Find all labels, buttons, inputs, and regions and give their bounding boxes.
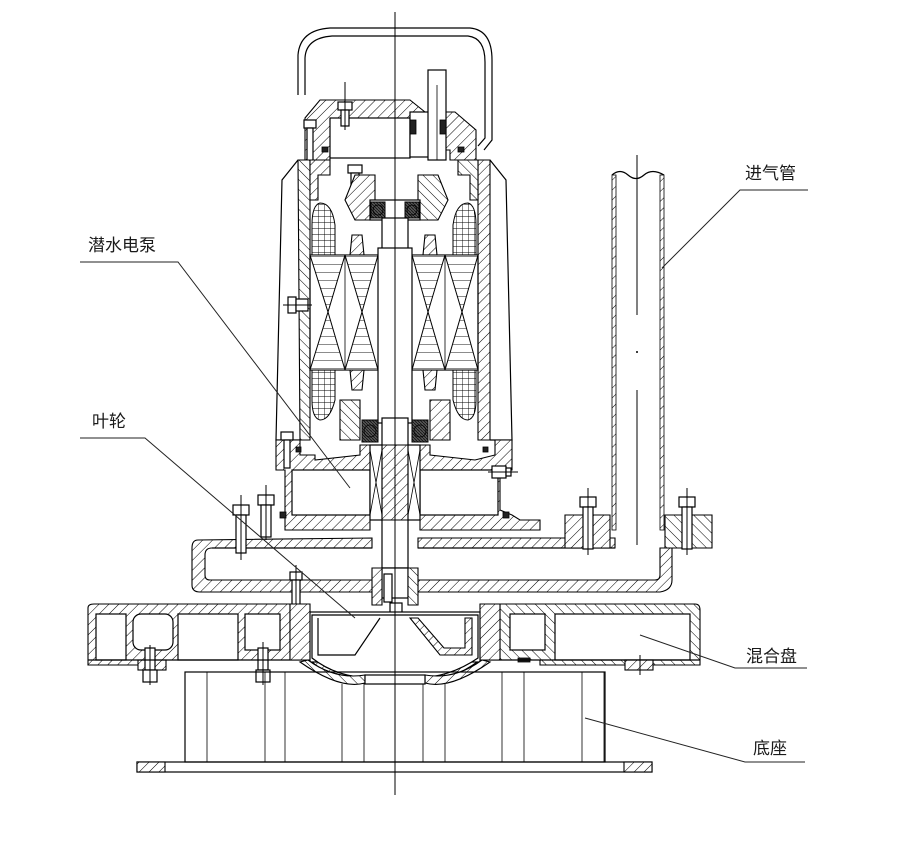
motor-housing [275, 159, 513, 441]
cover-bolt [337, 82, 353, 130]
leader-base [584, 717, 805, 763]
lifting-handle [297, 27, 493, 151]
air-pipe-flange [564, 488, 713, 555]
label-air-inlet-pipe: 进气管 [745, 164, 796, 184]
oil-chamber-housing [275, 431, 541, 531]
mixing-plate [87, 603, 701, 685]
pump-casing [191, 537, 673, 618]
leader-mixing-plate [639, 634, 807, 669]
lower-bearing [339, 399, 451, 443]
upper-bearing-seat [344, 174, 449, 221]
label-mixing-plate: 混合盘 [746, 647, 797, 667]
flange-bolt [232, 495, 250, 560]
label-base: 底座 [753, 739, 787, 759]
stator-winding-end [311, 202, 477, 421]
air-inlet-pipe [611, 155, 665, 545]
label-submersible-pump: 潜水电泵 [88, 236, 156, 256]
base-bolt [255, 642, 271, 685]
leader-air-inlet-pipe [661, 189, 808, 269]
pump-flange-left [232, 485, 303, 615]
flange-bolt [257, 485, 275, 540]
leader-submersible-pump [80, 261, 351, 489]
flange-bolt [579, 488, 597, 555]
motor-top-cover [303, 69, 477, 190]
seal-housing-side-bolt [488, 465, 518, 479]
housing-side-bolt [283, 296, 312, 314]
stator-core [309, 254, 479, 371]
label-impeller: 叶轮 [92, 412, 126, 432]
leader-lines [80, 189, 808, 763]
seal-housing-bolt [280, 431, 294, 469]
flange-bolt [678, 488, 696, 555]
leader-impeller [80, 437, 356, 619]
